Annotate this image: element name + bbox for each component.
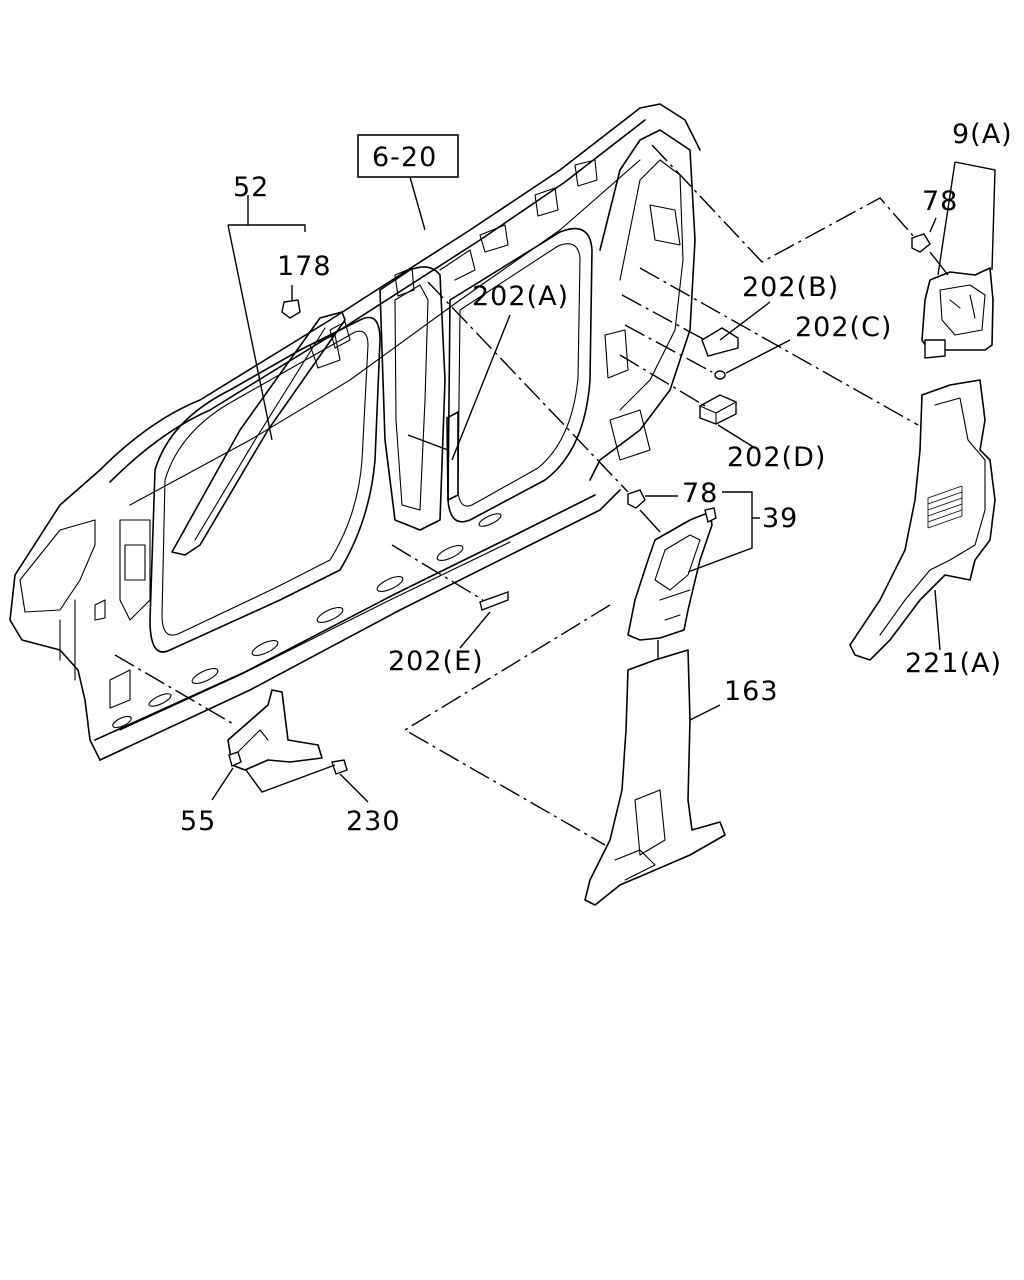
callout-202a: 202(A) [472, 281, 569, 312]
callout-202d: 202(D) [727, 442, 826, 473]
callout-230: 230 [346, 806, 401, 837]
part-9a-upper-quarter-trim [921, 161, 996, 359]
part-178-clip [281, 285, 301, 319]
callout-78-mid: 78 [682, 478, 718, 509]
part-202e-pad [391, 544, 509, 649]
callout-178: 178 [277, 251, 332, 282]
part-163-b-pillar-lower-trim [403, 604, 726, 906]
part-78-clip-mid [427, 281, 678, 533]
part-55-kick-panel [114, 654, 323, 801]
body-side-frame [9, 103, 701, 761]
callout-202b: 202(B) [742, 272, 839, 303]
part-221a-rear-quarter-trim [639, 267, 996, 661]
callout-221a: 221(A) [905, 648, 1002, 679]
part-202d-pad [619, 354, 756, 449]
part-202a-seal [407, 314, 511, 501]
reference-label: 6-20 [372, 142, 437, 173]
callout-52: 52 [233, 172, 269, 203]
part-202c-pad [624, 324, 791, 380]
callout-202e: 202(E) [388, 646, 484, 677]
reference-box: 6-20 [357, 134, 459, 231]
callout-39: 39 [762, 503, 798, 534]
callout-202c: 202(C) [795, 312, 892, 343]
part-230-screw [245, 759, 369, 803]
callout-163: 163 [724, 676, 779, 707]
part-78-clip-top [651, 144, 949, 276]
part-39-b-pillar-upper-trim [627, 491, 760, 641]
part-52-a-pillar-trim [171, 195, 346, 556]
callout-55: 55 [180, 806, 216, 837]
part-202b-pad [621, 294, 771, 357]
callout-9a: 9(A) [952, 119, 1013, 150]
callout-78-top: 78 [922, 186, 958, 217]
